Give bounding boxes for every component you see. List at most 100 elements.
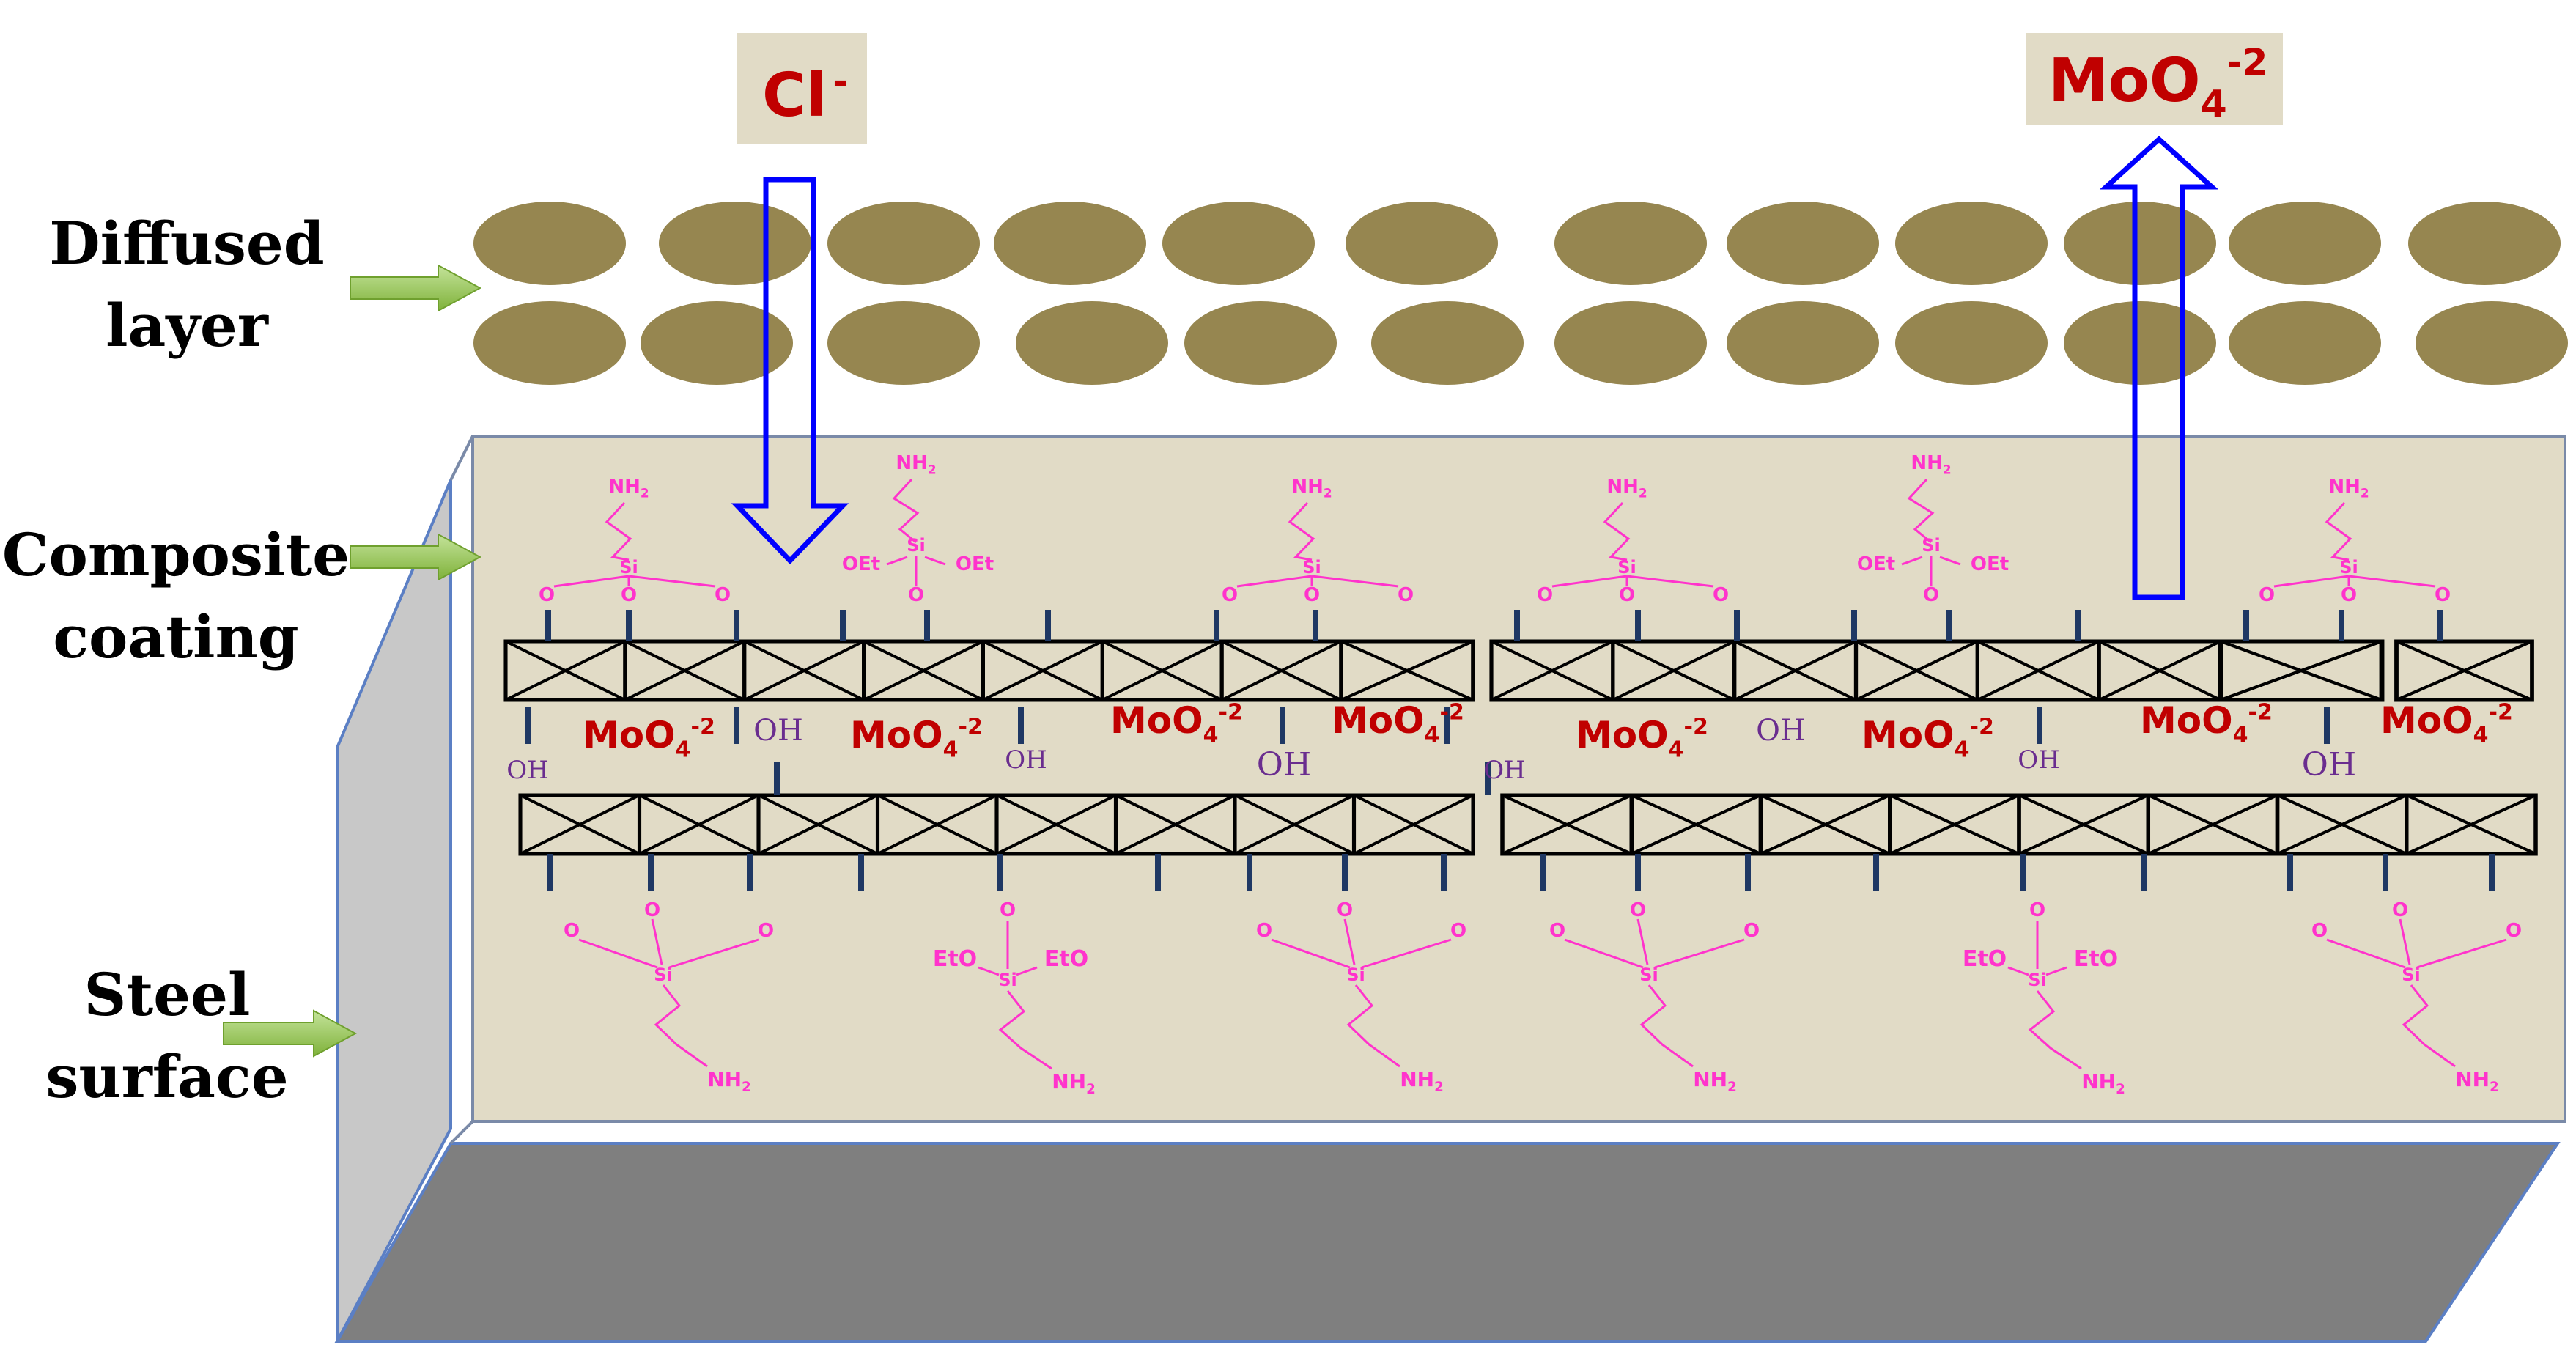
diffused-particle <box>1554 202 1707 285</box>
ethoxy-label: OEt <box>956 553 994 575</box>
ethoxy-label: OEt <box>842 553 880 575</box>
diffused-particle <box>1184 301 1337 385</box>
composite-coating-label: Composite coating <box>2 520 350 671</box>
steel-side-panel <box>336 479 452 1342</box>
amine-label: NH2 <box>2081 1069 2125 1097</box>
silicon-atom: Si <box>998 970 1017 990</box>
oxygen-atom: O <box>564 920 580 942</box>
layer-pointer-arrow <box>223 1009 358 1058</box>
ethoxy-label: EtO <box>2074 946 2118 972</box>
hydroxyl-label: OH <box>1257 746 1311 784</box>
diffused-particle <box>2408 202 2561 285</box>
diffused-particle <box>994 202 1146 285</box>
layer-pointer-arrow <box>350 533 482 581</box>
amine-label: NH2 <box>1911 452 1951 477</box>
oxygen-atom: O <box>1619 584 1635 606</box>
diffused-particle <box>2229 301 2381 385</box>
diffused-particle <box>1727 202 1879 285</box>
oxygen-atom: O <box>2506 920 2522 942</box>
molybdate-anion: MoO4-2 <box>1861 714 1994 763</box>
hydroxyl-label: OH <box>753 714 803 748</box>
oxygen-atom: O <box>1450 920 1466 942</box>
hydroxyl-label: OH <box>1483 756 1526 785</box>
oxygen-atom: O <box>2029 899 2045 921</box>
diffused-particle <box>2229 202 2381 285</box>
molybdate-anion: MoO4-2 <box>2380 699 2513 748</box>
oxygen-atom: O <box>2311 920 2328 942</box>
diffused-particle <box>2064 202 2216 285</box>
molybdate-anion: MoO4-2 <box>1110 699 1243 748</box>
oxygen-atom: O <box>1743 920 1760 942</box>
diffused-particle <box>641 301 793 385</box>
diffused-particle <box>2416 301 2568 385</box>
diffused-particle <box>1346 202 1498 285</box>
silicon-atom: Si <box>1617 557 1636 578</box>
diffused-particle <box>827 202 980 285</box>
diffused-particle <box>1371 301 1524 385</box>
amine-label: NH2 <box>1291 476 1332 501</box>
bond-ticks <box>525 610 2495 891</box>
amine-label: NH2 <box>608 476 649 501</box>
svg-text:Composite: Composite <box>2 520 350 589</box>
oxygen-atom: O <box>908 584 924 606</box>
molybdate-anion: MoO4-2 <box>1332 699 1464 748</box>
amine-label: NH2 <box>2328 476 2369 501</box>
svg-text:Steel: Steel <box>84 960 251 1029</box>
silicon-atom: Si <box>1922 535 1941 556</box>
svg-text:coating: coating <box>53 602 298 671</box>
chloride-ion-label: Cl- <box>762 60 848 130</box>
diffused-particles <box>473 202 2568 385</box>
chloride-inward-arrow <box>731 177 849 565</box>
svg-text:layer: layer <box>106 291 269 360</box>
oxygen-atom: O <box>2392 899 2408 921</box>
molybdate-anion: MoO4-2 <box>583 714 715 763</box>
oxygen-atom: O <box>621 584 637 606</box>
oxygen-atom: O <box>1537 584 1553 606</box>
molybdate-release-label: MoO4-2 <box>2048 41 2267 127</box>
amine-label: NH2 <box>2455 1067 2499 1095</box>
oxygen-atom: O <box>539 584 555 606</box>
diffused-particle <box>473 301 626 385</box>
diffused-particle <box>827 301 980 385</box>
intercalated-anions: MoO4-2 MoO4-2 MoO4-2 MoO4-2 MoO4-2 MoO4-2 MoO4… <box>583 699 2513 763</box>
oxygen-atom: O <box>1549 920 1565 942</box>
oxygen-atom: O <box>1000 899 1016 921</box>
oxygen-atom: O <box>1337 899 1353 921</box>
oxygen-atom: O <box>1256 920 1272 942</box>
oxygen-atom: O <box>644 899 660 921</box>
diffused-particle <box>659 202 811 285</box>
diffused-particle <box>1162 202 1315 285</box>
ethoxy-label: OEt <box>1857 553 1895 575</box>
svg-text:surface: surface <box>45 1042 288 1111</box>
molybdate-anion: MoO4-2 <box>2140 699 2273 748</box>
amine-label: NH2 <box>1400 1067 1444 1095</box>
molybdate-release-arrow <box>2099 136 2219 600</box>
layer-pointer-arrow <box>350 264 482 312</box>
oxygen-atom: O <box>1713 584 1729 606</box>
oxygen-atom: O <box>715 584 731 606</box>
diffused-particle <box>473 202 626 285</box>
molybdate-anion: MoO4-2 <box>850 714 983 763</box>
hydroxyl-label: OH <box>1005 745 1047 775</box>
hydroxyl-label: OH <box>506 756 549 785</box>
diffused-particle <box>1727 301 1879 385</box>
diffused-particle <box>1016 301 1168 385</box>
oxygen-atom: O <box>1923 584 1939 606</box>
steel-surface <box>334 1142 2561 1343</box>
hydroxyl-label: OH <box>2018 745 2060 775</box>
oxygen-atom: O <box>1222 584 1238 606</box>
svg-text:Diffused: Diffused <box>49 209 324 278</box>
